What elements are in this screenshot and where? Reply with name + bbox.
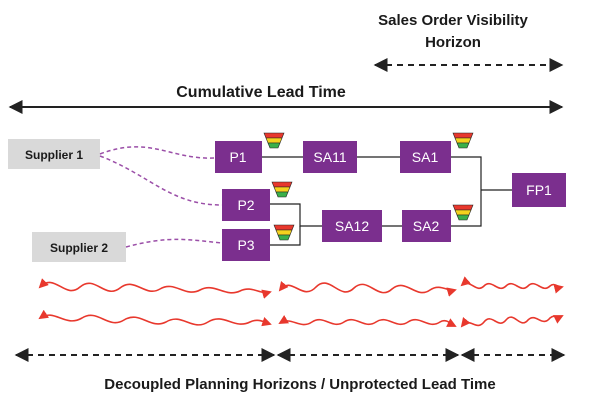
link-supplier1-p1 <box>99 146 216 159</box>
node-sa1 <box>400 141 451 173</box>
node-p2-label: P2 <box>237 197 254 213</box>
wave-seg1-top <box>38 278 272 299</box>
supplier-2-label: Supplier 2 <box>50 241 108 255</box>
wave-seg3-bottom <box>460 315 564 328</box>
supplier-1-label: Supplier 1 <box>25 148 83 162</box>
buffer-icon-p2 <box>271 181 293 198</box>
node-p1-label: P1 <box>229 149 246 165</box>
node-sa1-label: SA1 <box>412 149 439 165</box>
buffer-icon-p3 <box>273 224 295 241</box>
wave-seg3-top <box>460 276 564 294</box>
link-supplier1-p2 <box>99 155 223 206</box>
node-p1 <box>215 141 262 173</box>
node-sa2-label: SA2 <box>413 218 440 234</box>
buffer-icon-sa2 <box>452 204 474 221</box>
node-sa2 <box>402 210 451 242</box>
sales-order-title-line1: Sales Order Visibility <box>378 12 528 29</box>
link-p3-sa12 <box>270 226 301 246</box>
node-p3 <box>222 229 270 261</box>
supplier-1-box <box>8 139 100 169</box>
wave-seg2-bottom <box>278 314 457 327</box>
buffer-icon-sa1 <box>452 132 474 149</box>
node-sa12-label: SA12 <box>335 218 369 234</box>
sales-order-title-line2: Horizon <box>425 34 481 51</box>
node-p3-label: P3 <box>237 237 254 253</box>
wave-seg2-top <box>278 281 457 297</box>
decoupled-horizons-title: Decoupled Planning Horizons / Unprotecte… <box>104 376 495 393</box>
node-sa12 <box>322 210 382 242</box>
buffer-icon-p1 <box>263 132 285 149</box>
node-sa11 <box>303 141 357 173</box>
wave-seg1-bottom <box>38 309 272 327</box>
link-supplier2-p3 <box>125 238 223 248</box>
link-sa-merge <box>451 156 482 227</box>
supplier-2-box <box>32 232 126 262</box>
variability-waves <box>38 276 564 328</box>
node-fp1 <box>512 173 566 207</box>
node-p2 <box>222 189 270 221</box>
cumulative-lead-time-title: Cumulative Lead Time <box>176 84 346 101</box>
node-fp1-label: FP1 <box>526 182 552 198</box>
link-p2-sa12 <box>270 203 322 227</box>
node-sa11-label: SA11 <box>313 149 346 165</box>
